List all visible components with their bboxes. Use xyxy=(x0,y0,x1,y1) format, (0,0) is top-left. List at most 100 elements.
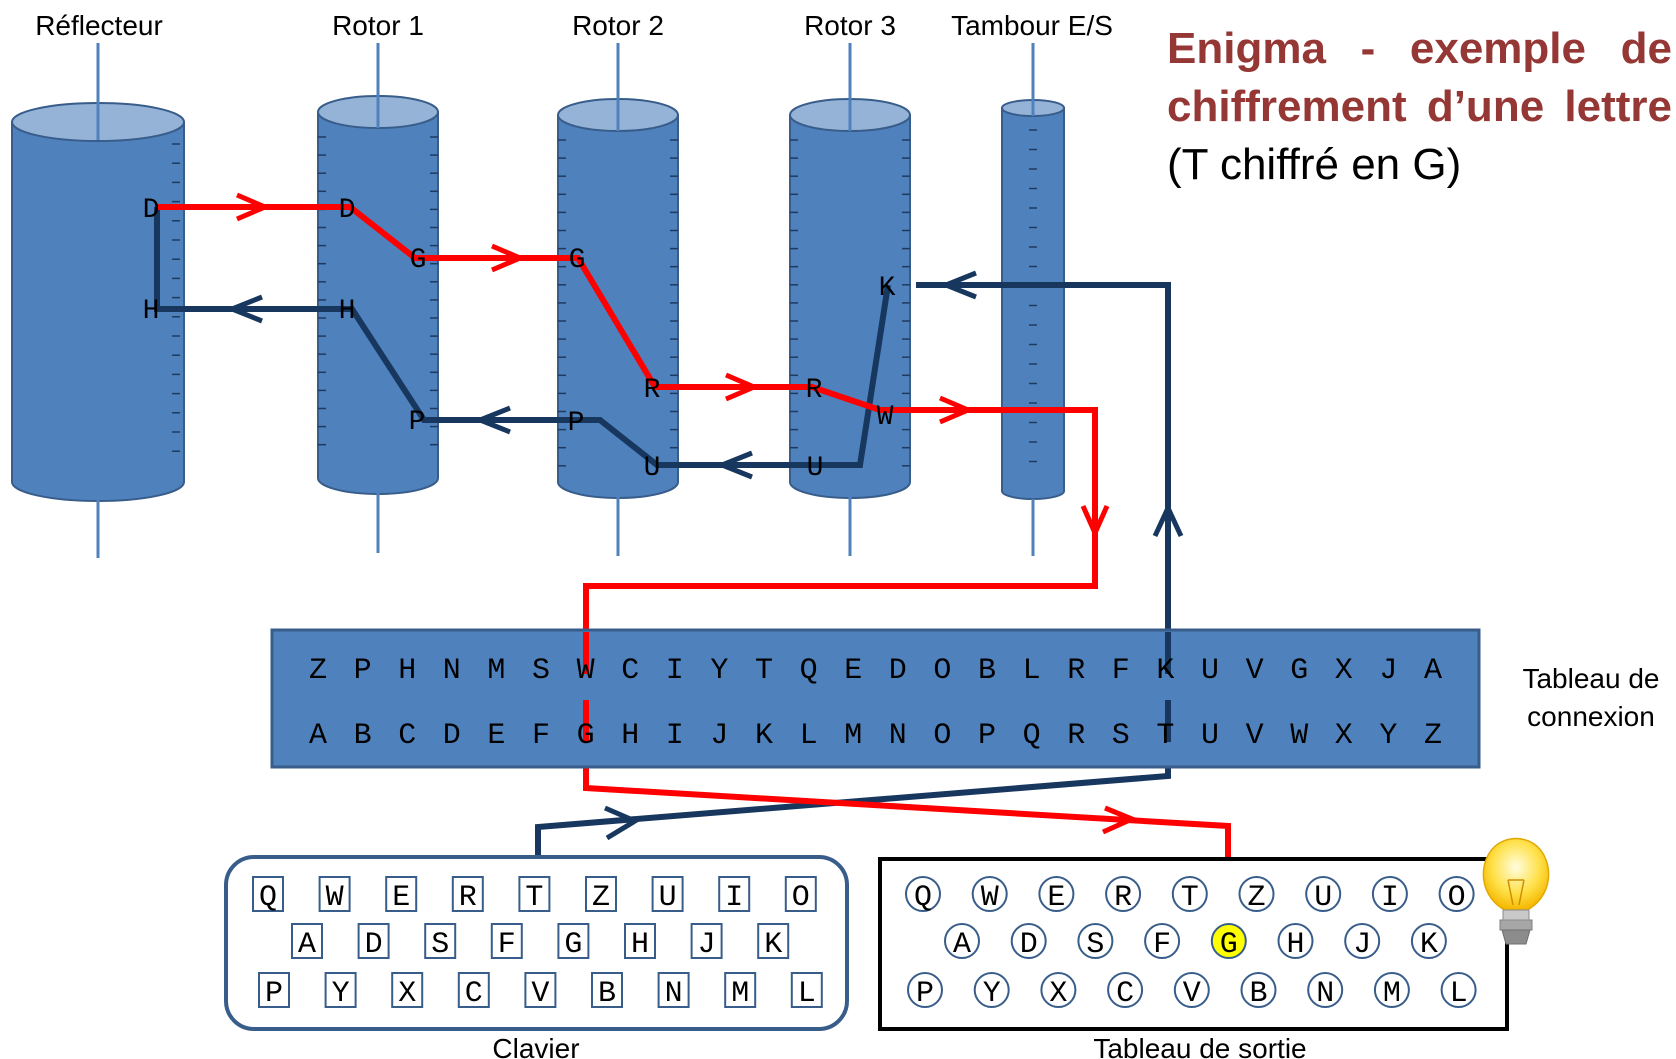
svg-text:Y: Y xyxy=(332,977,350,1011)
svg-text:K: K xyxy=(764,928,782,962)
svg-text:E: E xyxy=(392,881,410,915)
keyboard-key-d[interactable]: D xyxy=(357,923,390,962)
lamp-j: J xyxy=(1344,923,1381,962)
plugboard-top-letter-m: M xyxy=(487,654,505,688)
svg-text:Y: Y xyxy=(983,977,1001,1011)
svg-text:T: T xyxy=(525,881,543,915)
svg-text:L: L xyxy=(1450,977,1468,1011)
plugboard-bottom-letter-v: V xyxy=(1246,719,1264,753)
plugboard-top-letter-y: Y xyxy=(710,654,728,688)
plugboard-top-letter-i: I xyxy=(666,654,684,688)
keyboard-key-s[interactable]: S xyxy=(424,923,457,962)
keyboard-key-m[interactable]: M xyxy=(724,972,757,1011)
rotor1-cylinder xyxy=(317,43,439,553)
reflector-letter-d: D xyxy=(143,195,160,226)
keyboard-key-o[interactable]: O xyxy=(784,876,817,915)
keyboard-key-y[interactable]: Y xyxy=(324,972,357,1011)
svg-text:H: H xyxy=(631,928,649,962)
keyboard-key-x[interactable]: X xyxy=(391,972,424,1011)
svg-text:P: P xyxy=(265,977,283,1011)
svg-text:O: O xyxy=(792,881,810,915)
lamp-x: X xyxy=(1040,972,1077,1011)
svg-text:O: O xyxy=(1448,881,1466,915)
svg-text:X: X xyxy=(398,977,416,1011)
svg-text:S: S xyxy=(431,928,449,962)
svg-text:D: D xyxy=(365,928,383,962)
plugboard-top-letter-q: Q xyxy=(800,654,818,688)
svg-text:N: N xyxy=(1316,977,1334,1011)
rotor1-label: Rotor 1 xyxy=(332,10,424,41)
svg-text:V: V xyxy=(531,977,549,1011)
rotor2-letter-g: G xyxy=(569,245,586,276)
rotor1-letter-h: H xyxy=(339,296,356,327)
svg-text:I: I xyxy=(725,881,743,915)
plugboard-top-letter-o: O xyxy=(933,654,951,688)
keyboard-key-l[interactable]: L xyxy=(790,972,823,1011)
keyboard-key-r[interactable]: R xyxy=(451,876,484,915)
keyboard-key-v[interactable]: V xyxy=(524,972,557,1011)
plugboard-bottom-letter-o: O xyxy=(933,719,951,753)
rotor3-label: Rotor 3 xyxy=(804,10,896,41)
keyboard-key-f[interactable]: F xyxy=(490,923,523,962)
plugboard-top-letter-k: K xyxy=(1156,654,1174,688)
svg-text:B: B xyxy=(1249,977,1267,1011)
forward-path xyxy=(157,204,1231,900)
plugboard-bottom-letter-y: Y xyxy=(1379,719,1397,753)
plugboard-bottom-letter-d: D xyxy=(443,719,461,753)
plugboard-top-letter-f: F xyxy=(1112,654,1130,688)
keyboard-key-j[interactable]: J xyxy=(690,923,723,962)
plugboard-top-letter-d: D xyxy=(889,654,907,688)
plugboard-bottom-letter-t: T xyxy=(1156,719,1174,753)
plugboard-top-letter-g: G xyxy=(1290,654,1308,688)
rotor3-letter-k: K xyxy=(879,273,896,304)
svg-text:T: T xyxy=(1181,881,1199,915)
keyboard-key-n[interactable]: N xyxy=(657,972,690,1011)
plugboard-top-letter-h: H xyxy=(398,654,416,688)
keyboard-key-z[interactable]: Z xyxy=(585,876,617,915)
keyboard-key-w[interactable]: W xyxy=(318,876,351,915)
keyboard-key-q[interactable]: Q xyxy=(252,876,284,915)
keyboard-key-t[interactable]: T xyxy=(518,876,551,915)
lamp-s: S xyxy=(1077,923,1114,962)
keyboard-key-k[interactable]: K xyxy=(757,923,790,962)
keyboard-key-i[interactable]: I xyxy=(718,876,751,915)
rotor1-letter-d: D xyxy=(339,195,356,226)
plugboard-bottom-letter-m: M xyxy=(844,719,862,753)
lamp-h: H xyxy=(1277,923,1314,962)
keyboard-key-g[interactable]: G xyxy=(557,923,590,962)
lamp-i: I xyxy=(1371,876,1408,915)
svg-text:H: H xyxy=(1286,928,1304,962)
svg-text:U: U xyxy=(659,881,677,915)
lamp-z: Z xyxy=(1238,876,1275,915)
plugboard-bottom-letter-h: H xyxy=(621,719,639,753)
plugboard-bottom-letter-p: P xyxy=(978,719,996,753)
reflector-cylinder xyxy=(11,43,185,558)
svg-text:J: J xyxy=(1353,928,1371,962)
svg-text:U: U xyxy=(1314,881,1332,915)
lamp-n: N xyxy=(1307,972,1344,1011)
keyboard-key-e[interactable]: E xyxy=(385,876,418,915)
plugboard-top-letter-z: Z xyxy=(309,654,327,688)
keyboard-key-h[interactable]: H xyxy=(624,923,656,962)
keyboard-key-p[interactable]: P xyxy=(258,972,290,1011)
svg-text:G: G xyxy=(564,928,582,962)
plugboard-bottom-letter-q: Q xyxy=(1023,719,1041,753)
svg-text:A: A xyxy=(298,928,316,962)
keyboard-key-c[interactable]: C xyxy=(457,972,490,1011)
rotor3-letter-r: R xyxy=(806,375,823,406)
plugboard-bottom-letter-k: K xyxy=(755,719,773,753)
keyboard-key-u[interactable]: U xyxy=(651,876,684,915)
lamp-w: W xyxy=(971,876,1008,915)
plugboard-top-letter-a: A xyxy=(1424,654,1442,688)
svg-text:A: A xyxy=(953,928,971,962)
keyboard-label: Clavier xyxy=(492,1033,579,1059)
plugboard-top-letter-e: E xyxy=(844,654,862,688)
svg-text:R: R xyxy=(1114,881,1132,915)
title-normal-text: (T chiffré en G) xyxy=(1167,140,1462,189)
svg-text:K: K xyxy=(1420,928,1438,962)
plugboard-top-letter-w: W xyxy=(577,654,595,688)
svg-text:B: B xyxy=(598,977,616,1011)
svg-text:Q: Q xyxy=(914,881,932,915)
keyboard-key-a[interactable]: A xyxy=(291,923,323,962)
keyboard-key-b[interactable]: B xyxy=(591,972,623,1011)
